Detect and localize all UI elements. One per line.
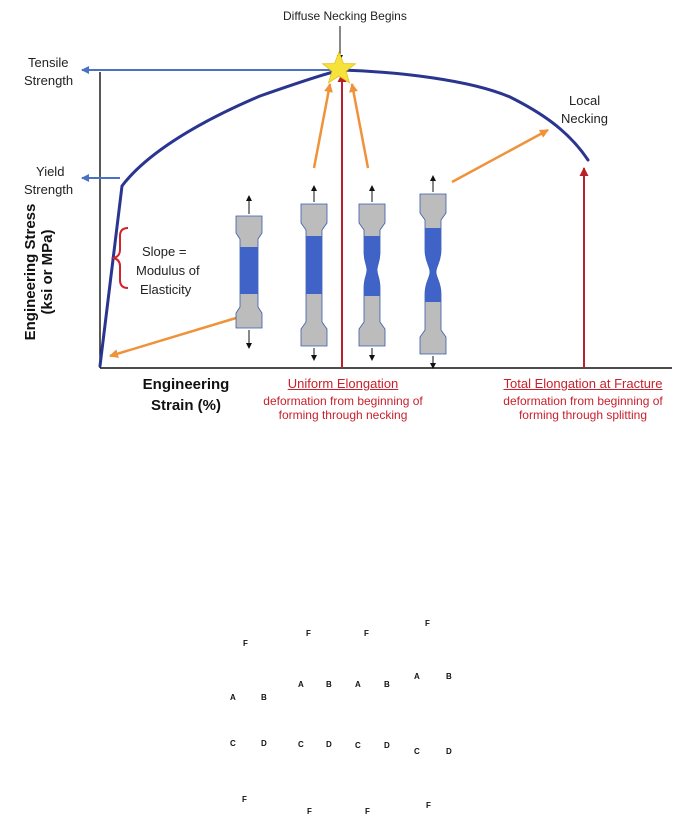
yield-strength-label-1: Yield: [36, 164, 65, 179]
specimen-3: [358, 185, 386, 361]
slope-label-1: Slope =: [142, 244, 187, 259]
tensile-strength-label-1: Tensile: [28, 55, 69, 70]
x-axis-title-line-1: Engineering: [142, 376, 230, 393]
uniform-elongation-title: Uniform Elongation: [287, 376, 399, 391]
specimen-4: [419, 175, 447, 369]
local-necking-label-1: Local: [569, 93, 601, 108]
specimen-3-force-bottom: F: [365, 807, 370, 816]
orange-arrow-1: [109, 316, 237, 358]
total-elongation-desc-1: deformation from beginning of: [503, 393, 663, 408]
specimen-3-label-d: D: [384, 741, 390, 750]
y-axis-title-line-1: Engineering Stress: [22, 203, 39, 341]
specimen-3-label-b: B: [384, 680, 390, 689]
uniform-elongation-block: Uniform Elongation deformation from begi…: [258, 376, 428, 423]
total-elongation-desc-2: forming through splitting: [518, 407, 648, 422]
specimen-4-label-c: C: [414, 747, 420, 756]
y-axis-title: Engineering Stress (ksi or MPa): [22, 172, 57, 372]
x-axis-title-line-2: Strain (%): [150, 397, 221, 415]
diagram-canvas: [81, 26, 672, 369]
specimen-4-force-bottom: F: [426, 801, 431, 810]
specimen-2-label-a: A: [298, 680, 304, 689]
specimen-1-label-b: B: [261, 693, 267, 702]
specimen-4-label-d: D: [446, 747, 452, 756]
stress-strain-diagram: Diffuse Necking Begins Tensile Strength …: [22, 9, 686, 816]
slope-bracket: [110, 227, 129, 289]
total-elongation-block: Total Elongation at Fracture deformation…: [480, 376, 686, 423]
uniform-elongation-desc-2: forming through necking: [278, 407, 408, 422]
specimen-4-force-top: F: [425, 619, 430, 628]
specimen-2-force-top: F: [306, 629, 311, 638]
specimen-4-label-b: B: [446, 672, 452, 681]
local-necking-label-2: Necking: [561, 111, 608, 126]
stress-strain-curve: [98, 68, 590, 368]
specimen-1-label-c: C: [230, 739, 236, 748]
uniform-elongation-desc-1: deformation from beginning of: [263, 393, 423, 408]
specimen-1-force-top: F: [243, 639, 248, 648]
total-elongation-title: Total Elongation at Fracture: [503, 376, 663, 391]
specimen-3-label-a: A: [355, 680, 361, 689]
specimen-4-label-a: A: [414, 672, 420, 681]
specimen-1-force-bottom: F: [242, 795, 247, 804]
specimen-1-label-d: D: [261, 739, 267, 748]
specimen-3-force-top: F: [364, 629, 369, 638]
orange-arrow-2: [312, 83, 333, 169]
specimen-2-label-c: C: [298, 740, 304, 749]
x-axis-title: Engineering Strain (%): [126, 376, 246, 415]
specimen-2: [300, 185, 328, 361]
specimen-2-force-bottom: F: [307, 807, 312, 816]
specimen-1-label-a: A: [230, 693, 236, 702]
specimen-2-label-b: B: [326, 680, 332, 689]
diffuse-necking-label: Diffuse Necking Begins: [283, 9, 407, 23]
specimen-1: [235, 195, 263, 349]
specimen-3-label-c: C: [355, 741, 361, 750]
y-axis-title-line-2: (ksi or MPa): [39, 229, 57, 315]
yield-strength-label-2: Strength: [24, 182, 74, 197]
orange-arrow-4: [451, 128, 549, 184]
slope-label-3: Elasticity: [140, 282, 192, 297]
slope-label-2: Modulus of: [136, 263, 200, 278]
star-icon: [321, 50, 357, 84]
tensile-strength-label-2: Strength: [24, 73, 74, 88]
specimen-2-label-d: D: [326, 740, 332, 749]
orange-arrow-3: [349, 83, 370, 169]
